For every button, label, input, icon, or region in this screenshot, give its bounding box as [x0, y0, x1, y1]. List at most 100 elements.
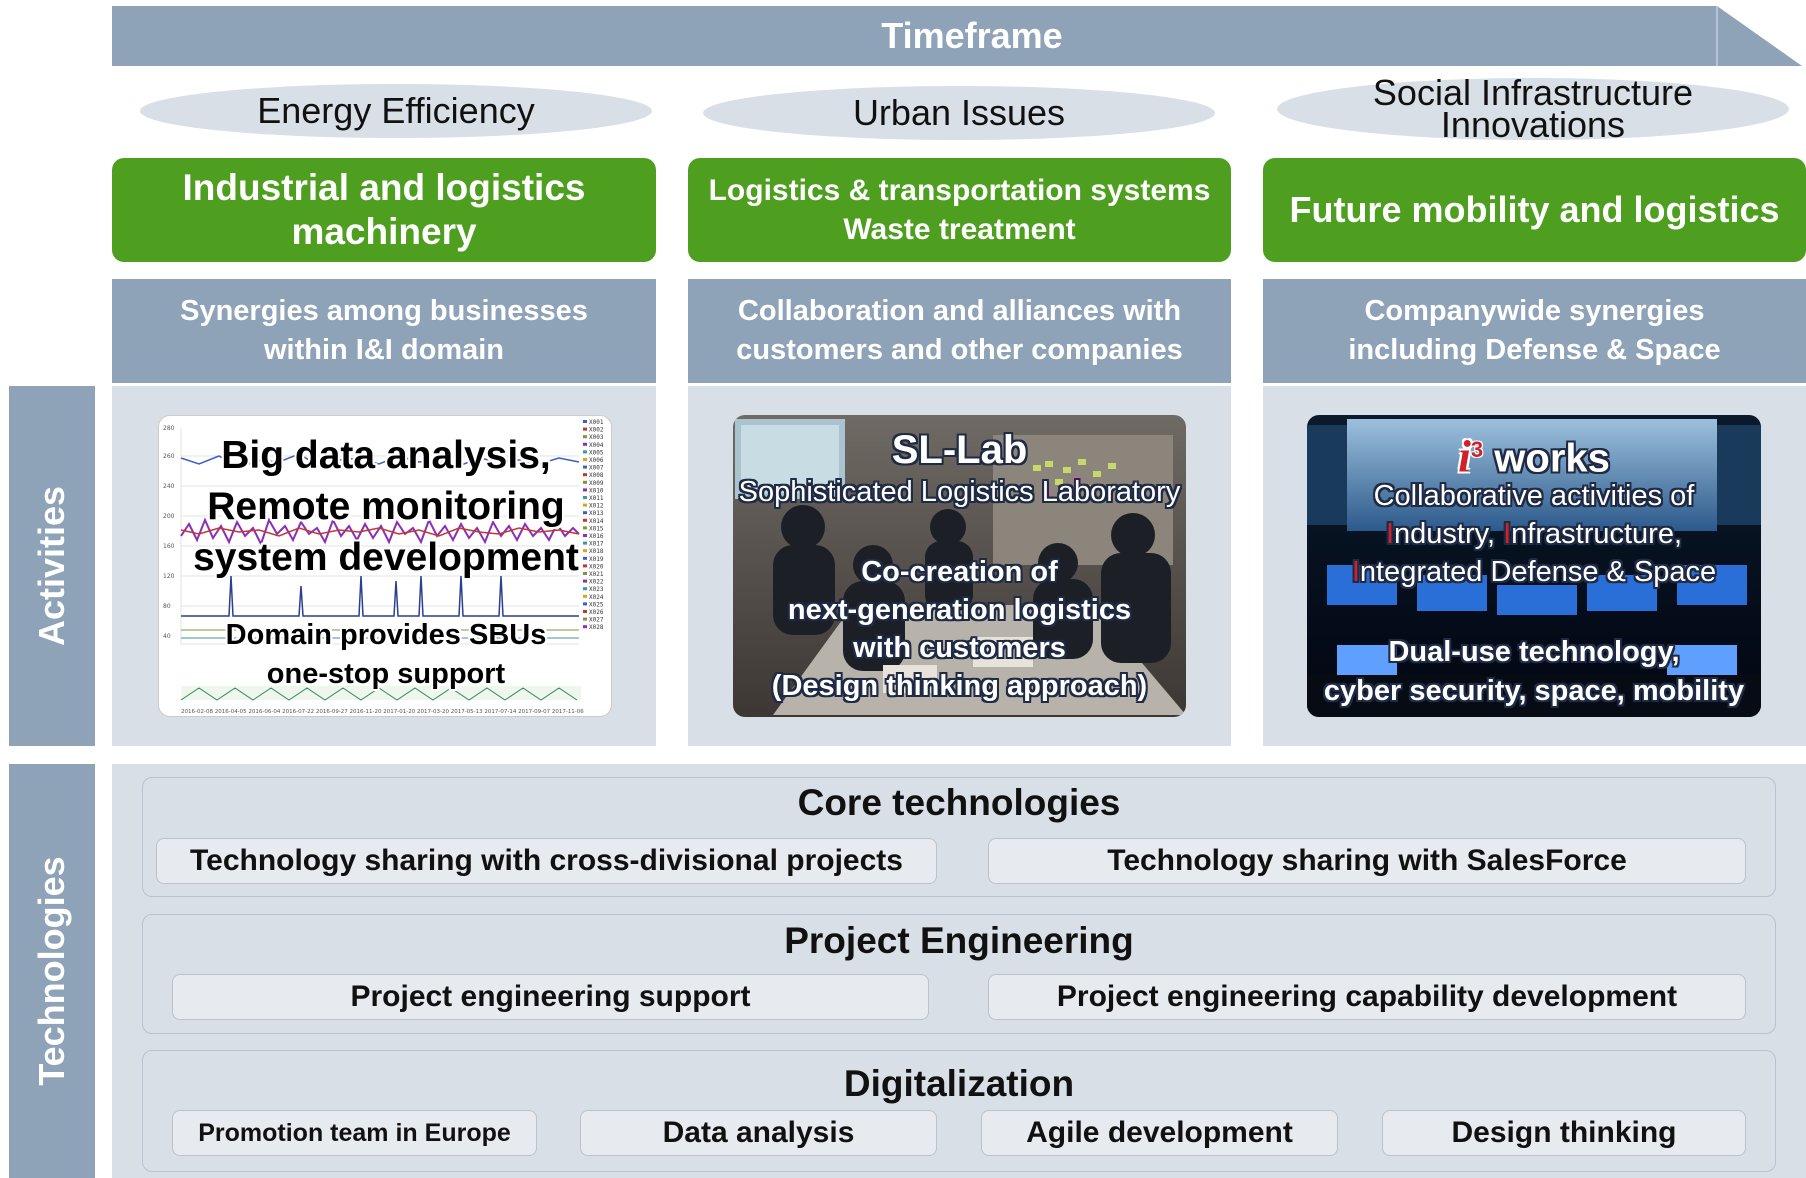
digitalization-title: Digitalization [843, 1063, 1075, 1104]
i3works-logo: i3 works [1307, 427, 1761, 481]
i3works-desc-line: Integrated Defense & Space [1307, 553, 1761, 591]
i3works-logo-i: i [1458, 430, 1471, 482]
legend-swatch [583, 458, 587, 461]
synergy-line: including Defense & Space [1348, 334, 1721, 366]
tech-item: Design thinking [1382, 1110, 1746, 1156]
initial-i: I [1503, 518, 1512, 550]
legend-label: X028 [589, 624, 604, 631]
svg-text:80: 80 [163, 603, 171, 610]
legend-swatch [583, 480, 587, 484]
svg-text:260: 260 [163, 453, 175, 460]
legend-swatch [583, 450, 587, 454]
control-room-image [1307, 415, 1761, 717]
legend-swatch [583, 465, 587, 469]
segment-line: Waste treatment [843, 213, 1076, 246]
sllab-body-line: Co-creation of [861, 556, 1058, 588]
legend-swatch [583, 503, 587, 507]
tech-item: Project engineering support [172, 974, 929, 1020]
theme-label: Social Infrastructure Innovations [1372, 72, 1694, 145]
synergy-line: customers and other companies [736, 334, 1183, 366]
legend-swatch [583, 420, 587, 423]
bigdata-title: Big data analysis, Remote monitoring sys… [159, 430, 611, 583]
legend-label: X013 [589, 510, 604, 517]
tech-item: Technology sharing with SalesForce [988, 838, 1746, 884]
i3works-body-line: cyber security, space, mobility [1323, 675, 1745, 707]
tech-item: Agile development [981, 1110, 1338, 1156]
synergy-line: within I&I domain [263, 334, 505, 366]
legend-swatch [583, 435, 587, 439]
i3works-desc-line: Industry, Infrastructure, [1307, 515, 1761, 553]
legend-label: X025 [589, 601, 604, 608]
svg-text:2016-02-08 2016-04-05 2016-06-: 2016-02-08 2016-04-05 2016-06-04 2016-07… [181, 709, 584, 715]
synergy-line: Companywide synergies [1364, 295, 1705, 327]
initial-i: I [1351, 556, 1360, 588]
i3works-desc-line: Collaborative activities of [1373, 480, 1695, 512]
legend-label: X024 [589, 594, 604, 601]
theme-label: Urban Issues [852, 92, 1066, 133]
svg-text:120: 120 [163, 573, 175, 580]
meeting-photo-image [733, 415, 1186, 717]
synergy-line: Synergies among businesses [180, 295, 588, 327]
side-label-activities: Activities [9, 386, 95, 746]
legend-swatch [583, 610, 587, 613]
bigdata-title-line: Remote monitoring [207, 485, 565, 528]
theme-social-infrastructure: Social Infrastructure Innovations [1277, 72, 1789, 145]
legend-label: X021 [589, 571, 604, 578]
legend-label: X001 [589, 419, 604, 426]
project-engineering-title: Project Engineering [784, 920, 1134, 961]
i3works-description: Collaborative activities of Industry, In… [1307, 477, 1761, 591]
bigdata-title-line: system development [193, 536, 579, 579]
legend-label: X022 [589, 579, 604, 586]
legend-label: X004 [589, 442, 604, 449]
i3works-logo-sup: 3 [1470, 437, 1484, 462]
sllab-body: Co-creation of next-generation logistics… [733, 553, 1186, 705]
legend-swatch [583, 556, 587, 560]
legend-label: X014 [589, 518, 604, 525]
synergy-companywide: Companywide synergies including Defense … [1263, 279, 1806, 383]
activity-i3works-card: i3 works Collaborative activities of Ind… [1307, 415, 1761, 717]
legend-swatch [583, 526, 587, 530]
svg-text:200: 200 [163, 513, 175, 520]
synergy-ii-domain: Synergies among businesses within I&I do… [112, 279, 656, 383]
legend-label: X023 [589, 586, 604, 593]
legend-label: X027 [589, 617, 604, 624]
sllab-body-line: (Design thinking approach) [771, 670, 1148, 702]
legend-label: X015 [589, 525, 604, 532]
legend-label: X007 [589, 465, 604, 472]
legend-swatch [583, 579, 587, 583]
legend-label: X012 [589, 503, 604, 510]
segment-line: Industrial and logistics [182, 167, 586, 208]
activity-sllab-card: SL-Lab Sophisticated Logistics Laborator… [733, 415, 1186, 717]
legend-label: X002 [589, 427, 604, 434]
segment-future-mobility: Future mobility and logistics [1263, 158, 1806, 262]
desc-text: nfrastructure, [1511, 518, 1683, 550]
side-label-text: Activities [31, 485, 72, 647]
segment-logistics-transportation: Logistics & transportation systems Waste… [688, 158, 1231, 262]
svg-text:160: 160 [163, 543, 175, 550]
legend-swatch [583, 594, 587, 598]
legend-swatch [583, 534, 587, 537]
legend-label: X008 [589, 472, 604, 479]
sllab-body-line: with customers [853, 632, 1066, 664]
legend-label: X006 [589, 457, 604, 464]
i3works-logo-word: works [1494, 436, 1610, 481]
legend-label: X019 [589, 556, 604, 563]
legend-swatch [583, 473, 587, 477]
sllab-body-line: next-generation logistics [787, 594, 1132, 626]
tech-item: Data analysis [580, 1110, 937, 1156]
legend-label: X003 [589, 434, 604, 441]
legend-label: X026 [589, 609, 604, 616]
i3works-body: Dual-use technology, cyber security, spa… [1307, 633, 1761, 711]
i3works-body-line: Dual-use technology, [1388, 636, 1680, 668]
theme-urban-issues: Urban Issues [703, 86, 1215, 140]
synergy-collaboration: Collaboration and alliances with custome… [688, 279, 1231, 383]
svg-text:240: 240 [163, 483, 175, 490]
side-label-text: Technologies [31, 856, 72, 1086]
legend-swatch [583, 518, 587, 522]
bigdata-subtitle: Domain provides SBUs one-stop support [159, 616, 611, 694]
legend-swatch [583, 617, 587, 621]
legend-swatch [583, 427, 587, 431]
theme-label: Energy Efficiency [257, 90, 535, 131]
sllab-title: SL-Lab [891, 428, 1028, 472]
